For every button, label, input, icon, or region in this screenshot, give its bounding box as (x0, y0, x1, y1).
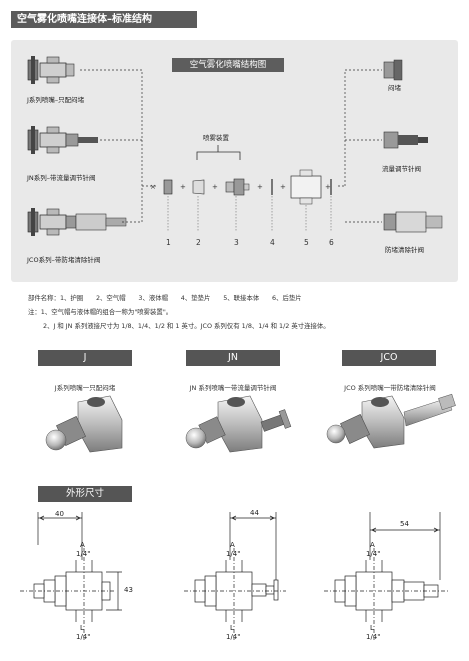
jn-nozzle-assembly (27, 126, 98, 154)
tab-jn-series: JN (186, 350, 280, 366)
j-nozzle-assembly (27, 56, 75, 84)
note-2: 2、J 和 JN 系列液接尺寸为 1/8、1/4、1/2 和 1 英寸。JCO … (43, 322, 330, 330)
structure-diagram-panel (11, 40, 458, 282)
part-number-5: 5 (304, 238, 309, 247)
flow-needle-valve-component (383, 131, 428, 149)
dim-width-jn: 44 (250, 509, 259, 517)
tab-j-series: J (38, 350, 132, 366)
part-6-rear-gasket (330, 179, 332, 195)
svg-text:+: + (257, 183, 263, 191)
part-number-1: 1 (166, 238, 171, 247)
plug-component (383, 59, 403, 81)
dim-a-size-jco: 1/4" (366, 550, 381, 558)
dim-a-size-j: 1/4" (76, 550, 91, 558)
dim-width-jco: 54 (400, 520, 409, 528)
jco-nozzle-assembly (27, 208, 127, 236)
label-clean-out-needle: 防堵清除针阀 (385, 246, 424, 254)
tab-dimensions: 外形尺寸 (38, 486, 132, 502)
exploded-parts (163, 169, 332, 205)
label-jn-series: JN系列–带流量调节针阀 (27, 174, 96, 182)
clean-out-needle-component (383, 211, 443, 233)
note-1: 注：1、空气帽与液体帽的组合一称为"喷雾装置"。 (28, 308, 173, 316)
dim-l-size-jco: 1/4" (366, 633, 381, 641)
svg-text:+: + (180, 183, 186, 191)
label-jco-series: JCO系列–带防堵清除针阀 (27, 256, 101, 264)
page-header: 空气雾化喷嘴连接体–标准结构 (11, 11, 197, 28)
dim-l-label-jn: L (230, 624, 234, 632)
caption-jn-series: JN 系列喷嘴一带流量调节针阀 (189, 384, 277, 392)
svg-text:×: × (150, 183, 156, 191)
label-plug: 闷堵 (388, 84, 401, 92)
parts-legend: 部件名称：1、护圈 2、空气帽 3、液体帽 4、垫垫片 5、联接本体 6、后垫片 (28, 294, 302, 302)
dim-l-size-j: 1/4" (76, 633, 91, 641)
svg-text:+: + (325, 183, 331, 191)
part-4-gasket (271, 179, 273, 195)
label-flow-needle-valve: 流量调节针阀 (382, 165, 421, 173)
jco-nozzle-photo (326, 393, 456, 449)
part-number-4: 4 (270, 238, 275, 247)
part-2-air-cap (192, 179, 205, 195)
label-j-series: J系列喷嘴–只配闷堵 (27, 96, 85, 104)
jn-nozzle-photo (185, 395, 292, 453)
caption-j-series: J系列喷嘴一只配闷堵 (54, 384, 116, 392)
part-1-retainer (163, 179, 173, 195)
label-spray-device: 喷雾装置 (203, 134, 229, 142)
dim-l-label-jco: L (370, 624, 374, 632)
dim-width-j: 40 (55, 510, 64, 518)
j-nozzle-photo (45, 395, 123, 453)
dim-a-label-jco: A (370, 541, 375, 549)
tab-jco-series: JCO (342, 350, 436, 366)
dim-a-label-j: A (80, 541, 85, 549)
dim-height-j: 43 (124, 586, 133, 594)
diagram-title: 空气雾化喷嘴结构图 (172, 58, 284, 72)
svg-text:+: + (212, 183, 218, 191)
dim-l-size-jn: 1/4" (226, 633, 241, 641)
dim-l-label-j: L (80, 624, 84, 632)
caption-jco-series: JCO 系列喷嘴一带防堵清除针阀 (344, 384, 436, 392)
part-5-body (290, 169, 322, 205)
part-3-fluid-cap (225, 178, 250, 196)
part-number-3: 3 (234, 238, 239, 247)
part-number-6: 6 (329, 238, 334, 247)
dim-a-size-jn: 1/4" (226, 550, 241, 558)
part-number-2: 2 (196, 238, 201, 247)
dim-a-label-jn: A (230, 541, 235, 549)
svg-text:+: + (280, 183, 286, 191)
